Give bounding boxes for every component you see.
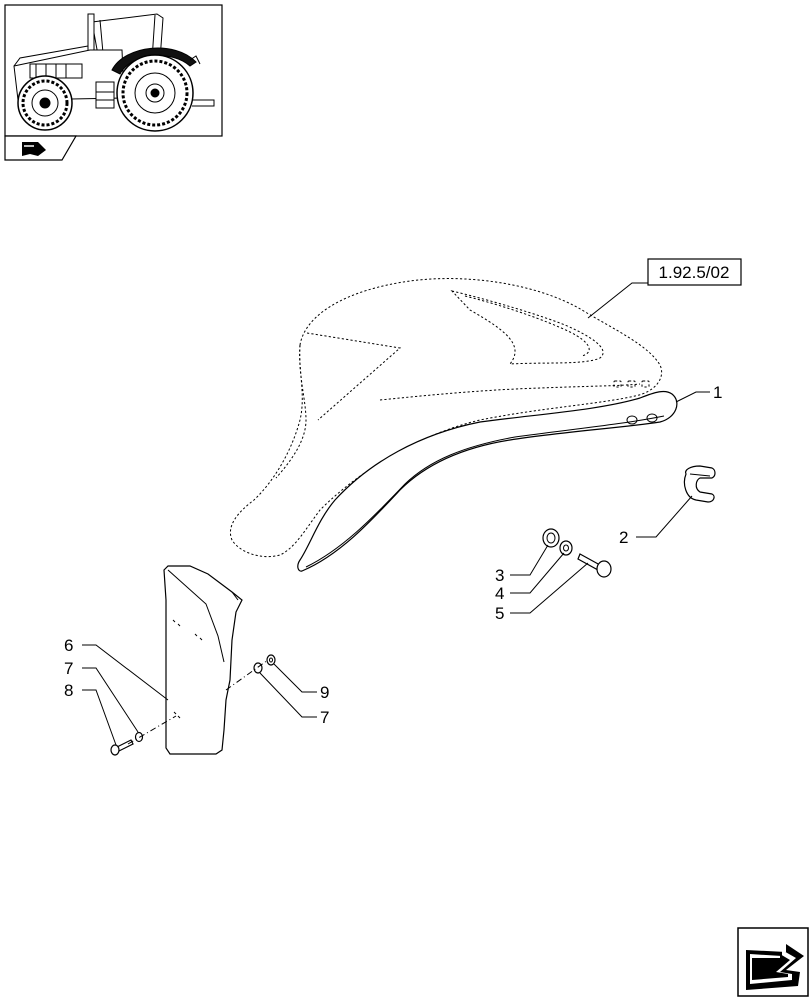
reference-label: 1.92.5/02 (659, 263, 730, 282)
part-4-washer[interactable] (559, 540, 573, 556)
part-7-washer-left[interactable] (134, 731, 144, 743)
part-1-fender-extension[interactable] (297, 390, 678, 572)
next-page-arrow-icon (746, 944, 804, 990)
part-8-screw[interactable] (110, 739, 134, 756)
next-page-button[interactable] (737, 927, 809, 997)
callout-9[interactable]: 9 (320, 683, 329, 702)
part-7-washer-right[interactable] (253, 662, 263, 674)
thumbnail-tab[interactable] (4, 135, 78, 161)
tractor-part-category-icon (22, 142, 46, 156)
tractor-overview-thumbnail[interactable] (4, 4, 223, 137)
part-5-bolt[interactable] (577, 553, 612, 578)
callout-4[interactable]: 4 (495, 584, 504, 603)
callout-1[interactable]: 1 (713, 383, 722, 402)
reference-link-box[interactable]: 1.92.5/02 (647, 258, 742, 286)
part-9-nut[interactable] (266, 654, 276, 666)
callout-6[interactable]: 6 (64, 636, 73, 655)
part-2-clip[interactable] (683, 465, 716, 503)
part-6-mud-flap[interactable] (163, 565, 243, 755)
callout-7-right[interactable]: 7 (320, 708, 329, 727)
callout-labels: 1 2 3 4 5 6 7 8 9 7 (64, 383, 722, 727)
fender-phantom-outline (230, 278, 662, 558)
callout-8[interactable]: 8 (64, 681, 73, 700)
callout-7-left[interactable]: 7 (64, 659, 73, 678)
tractor-icon (13, 13, 215, 132)
assembly-axis-lines (127, 659, 269, 745)
callout-5[interactable]: 5 (495, 604, 504, 623)
callout-2[interactable]: 2 (619, 528, 628, 547)
callout-3[interactable]: 3 (495, 566, 504, 585)
leader-lines (82, 282, 710, 746)
part-3-nut[interactable] (542, 528, 560, 548)
